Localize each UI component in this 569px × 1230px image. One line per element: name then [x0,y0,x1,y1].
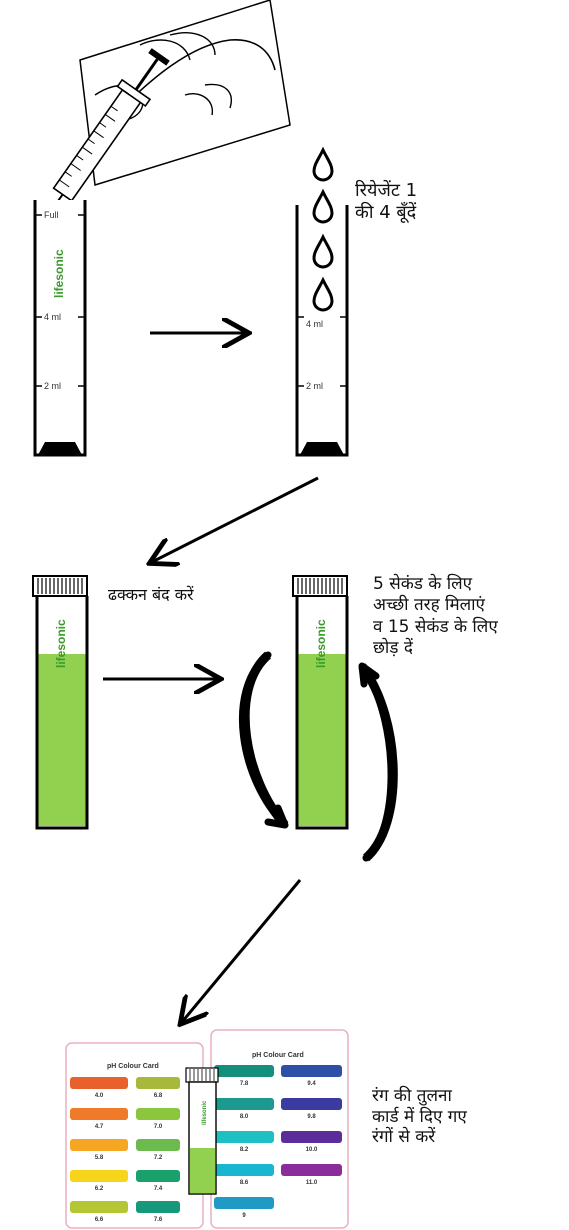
hand-syringe-illustration [50,0,291,212]
swatch-value-label: 4.0 [95,1093,104,1099]
colour-swatch [70,1170,128,1182]
colour-swatch [214,1197,274,1209]
sample-tube-empty: Full 4 ml 2 ml lifesonic [33,200,87,457]
colour-swatch [70,1077,128,1089]
capped-tube-1: lifesonic [32,575,89,830]
tube-mark-4ml-2: 4 ml [306,319,323,329]
sample-tube-with-drops: 4 ml 2 ml [295,205,349,457]
colour-swatch [136,1108,180,1120]
swatch-value-label: 7.6 [154,1217,163,1223]
brand-logo-4: lifesonic [202,1100,208,1125]
swatch-value-label: 8.6 [240,1180,249,1186]
compare-label: रंग की तुलना कार्ड में दिए गए रंगों से क… [372,1086,467,1148]
colour-swatch [214,1065,274,1077]
colour-swatch [70,1201,128,1213]
swatch-value-label: 7.8 [240,1081,249,1087]
drop-icon [312,146,334,182]
swatch-value-label: 11.0 [306,1180,318,1186]
swatch-value-label: 6.2 [95,1186,104,1192]
ph-colour-card: pH Colour Card pH Colour Card 4.0 6.8 4.7 7… [65,1029,349,1229]
arrow-diagonal-1 [152,476,319,562]
colour-swatch [281,1065,342,1077]
swatch-value-label: 8.2 [240,1147,249,1153]
arrow-diagonal-2 [182,879,302,1022]
colour-swatch [281,1098,342,1110]
right-swatch-group: 7.8 9.4 8.0 9.8 8.2 10.0 8.6 11.0 9 [214,1065,342,1219]
tube-mark-2ml-2: 2 ml [306,381,323,391]
colour-swatch [70,1139,128,1151]
colour-swatch [136,1077,180,1089]
compare-label-line-2: कार्ड में दिए गए [372,1106,467,1127]
colour-swatch [281,1164,342,1176]
swatch-value-label: 7.2 [154,1155,163,1161]
brand-logo-3: lifesonic [314,619,328,668]
close-lid-label-text: ढक्कन बंद करें [108,585,194,604]
mix-label-line-3: व 15 सेकंड के लिए [373,616,498,637]
brand-logo-2: lifesonic [54,619,68,668]
comparison-tube: lifesonic [185,1067,219,1195]
swatch-value-label: 9.8 [307,1114,316,1120]
swatch-value-label: 7.0 [154,1124,163,1130]
reagent-drops [312,146,334,312]
swatch-value-label: 9 [242,1213,246,1219]
swatch-value-label: 5.8 [95,1155,104,1161]
swatch-value-label: 4.7 [95,1124,104,1130]
reagent-label-line-2: की 4 बूँदें [355,201,417,223]
tube-mark-4ml: 4 ml [44,312,61,322]
capped-tube-2: lifesonic [292,575,349,830]
mix-label-line-2: अच्छी तरह मिलाएं [373,595,485,616]
drop-icon [312,276,334,312]
left-swatch-group: 4.0 6.8 4.7 7.0 5.8 7.2 6.2 7.4 6.6 7.6 [70,1077,180,1223]
colour-swatch [136,1139,180,1151]
mix-label: 5 सेकंड के लिए अच्छी तरह मिलाएं व 15 सेक… [373,574,498,659]
colour-swatch [136,1170,180,1182]
swatch-value-label: 9.4 [307,1081,316,1087]
colour-card-left-panel [65,1042,204,1229]
drop-icon [312,188,334,224]
colour-card-title-right: pH Colour Card [252,1052,304,1059]
swatch-value-label: 8.0 [240,1114,249,1120]
close-lid-label: ढक्कन बंद करें [108,585,194,604]
colour-swatch [281,1131,342,1143]
colour-swatch [214,1164,274,1176]
swatch-value-label: 6.6 [95,1217,104,1223]
tube-mark-full: Full [44,210,59,220]
tube-mark-2ml: 2 ml [44,381,61,391]
swatch-value-label: 10.0 [306,1147,318,1153]
swatch-value-label: 7.4 [154,1186,163,1192]
colour-card-title-left: pH Colour Card [107,1063,159,1070]
reagent-label: रियेजेंट 1 की 4 बूँदें [355,180,417,223]
compare-label-line-1: रंग की तुलना [372,1086,452,1106]
drop-icon [312,233,334,269]
compare-label-line-3: रंगों से करें [372,1127,436,1148]
colour-swatch [214,1131,274,1143]
brand-logo: lifesonic [52,249,66,298]
colour-swatch [136,1201,180,1213]
colour-swatch [214,1098,274,1110]
swatch-value-label: 6.8 [154,1093,163,1099]
mixing-arrows [238,651,398,862]
colour-swatch [70,1108,128,1120]
mix-label-line-4: छोड़ दें [373,637,413,658]
reagent-label-line-1: रियेजेंट 1 [355,180,418,201]
mix-label-line-1: 5 सेकंड के लिए [373,574,473,594]
